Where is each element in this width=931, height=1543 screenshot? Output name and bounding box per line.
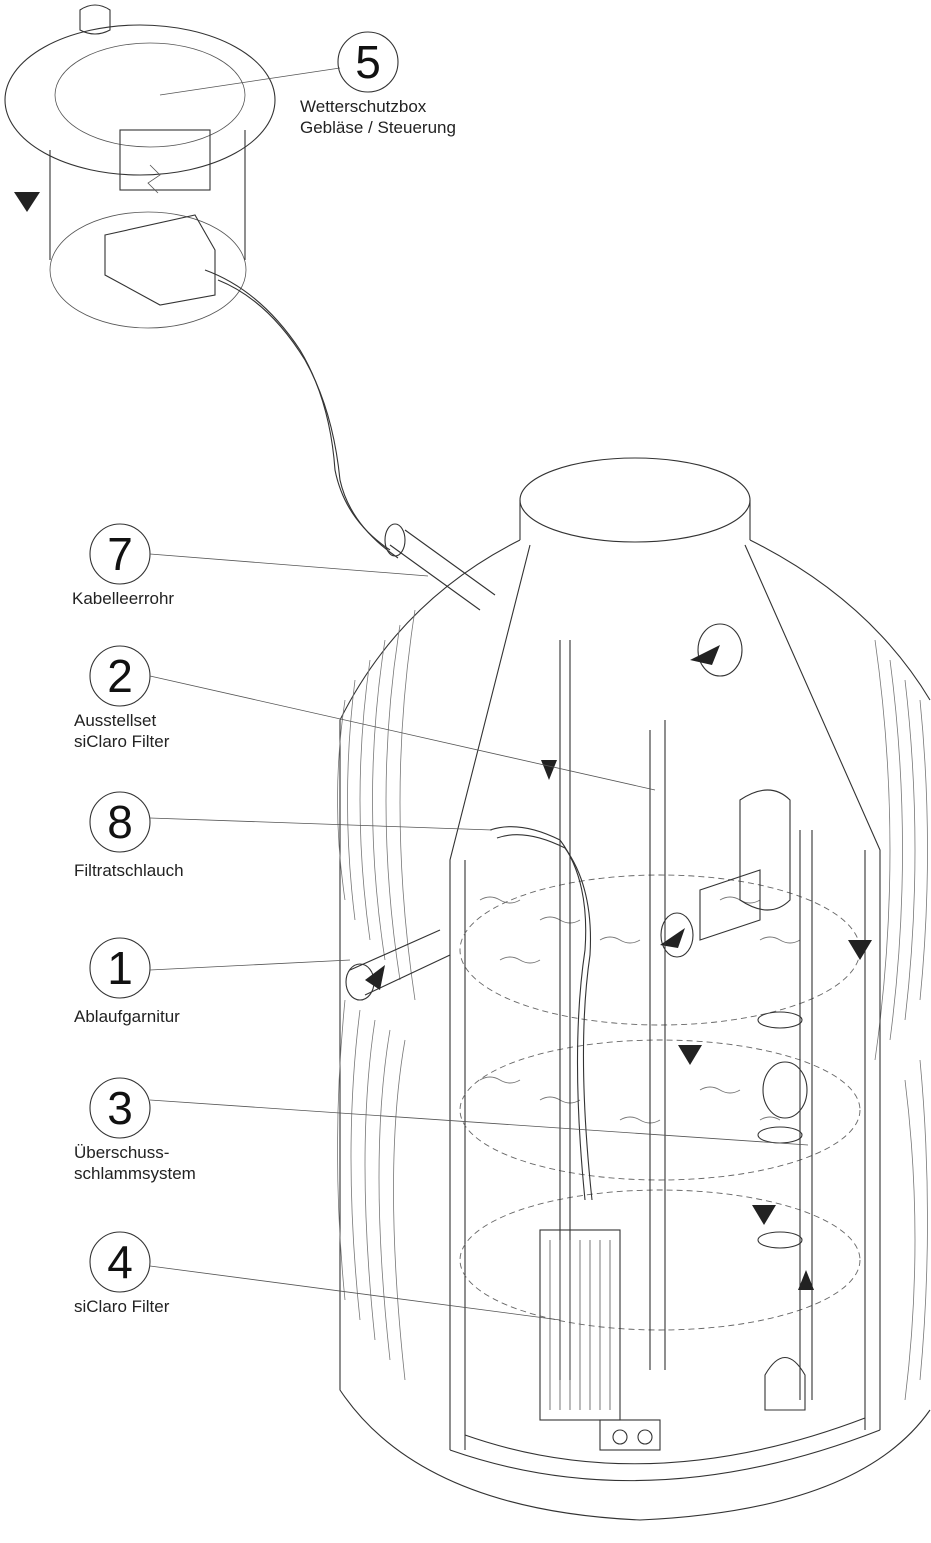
callout-label-line: siClaro Filter: [74, 732, 170, 751]
leader-line: [149, 959, 351, 971]
callout-3: 3 Überschuss- schlammsystem: [74, 1077, 809, 1183]
callout-circle: [89, 1077, 151, 1139]
callout-7: 7 Kabelleerrohr: [72, 523, 429, 608]
callout-5: 5 Wetterschutzbox Gebläse / Steuerung: [159, 31, 456, 137]
callout-label-line: Ausstellset: [74, 711, 156, 730]
callout-number: 8: [107, 796, 133, 848]
tank-ribs: [337, 609, 928, 1401]
leader-line: [149, 817, 493, 831]
filtrate-hose: [489, 826, 593, 1201]
leader-line: [149, 675, 656, 791]
callout-label-line: siClaro Filter: [74, 1297, 170, 1316]
callout-label-line: Überschuss-: [74, 1143, 169, 1162]
callout-number: 5: [355, 36, 381, 88]
callout-label-line: schlammsystem: [74, 1164, 196, 1183]
callout-number: 4: [107, 1236, 133, 1288]
callout-1: 1 Ablaufgarnitur: [74, 937, 351, 1026]
leader-line: [149, 553, 429, 577]
weather-protection-box: [4, 4, 399, 559]
pipes-internal: [559, 640, 813, 1411]
leader-line: [159, 67, 341, 96]
callout-number: 1: [107, 942, 133, 994]
callout-circle: [89, 937, 151, 999]
callout-8: 8 Filtratschlauch: [74, 791, 493, 880]
callout-label-line: Filtratschlauch: [74, 861, 184, 880]
upper-inlet: [660, 623, 743, 958]
tank-body: [337, 457, 931, 1521]
callout-number: 2: [107, 650, 133, 702]
callout-2: 2 Ausstellset siClaro Filter: [74, 645, 656, 791]
callout-label-line: Kabelleerrohr: [72, 589, 174, 608]
callout-label-line: Gebläse / Steuerung: [300, 118, 456, 137]
callout-label-line: Ablaufgarnitur: [74, 1007, 180, 1026]
leader-line: [149, 1265, 561, 1321]
filter-unit: [539, 1229, 661, 1451]
callout-circle: [337, 31, 399, 93]
callout-circle: [89, 791, 151, 853]
callout-label-line: Wetterschutzbox: [300, 97, 427, 116]
callout-4: 4 siClaro Filter: [74, 1231, 561, 1321]
callout-number: 7: [107, 528, 133, 580]
leader-line: [149, 1099, 809, 1146]
callout-number: 3: [107, 1082, 133, 1134]
flow-arrows: [541, 760, 872, 1290]
outlet-fitting: [345, 929, 451, 1001]
pipe-kabelleerrohr: [384, 523, 496, 611]
callout-circle: [89, 1231, 151, 1293]
